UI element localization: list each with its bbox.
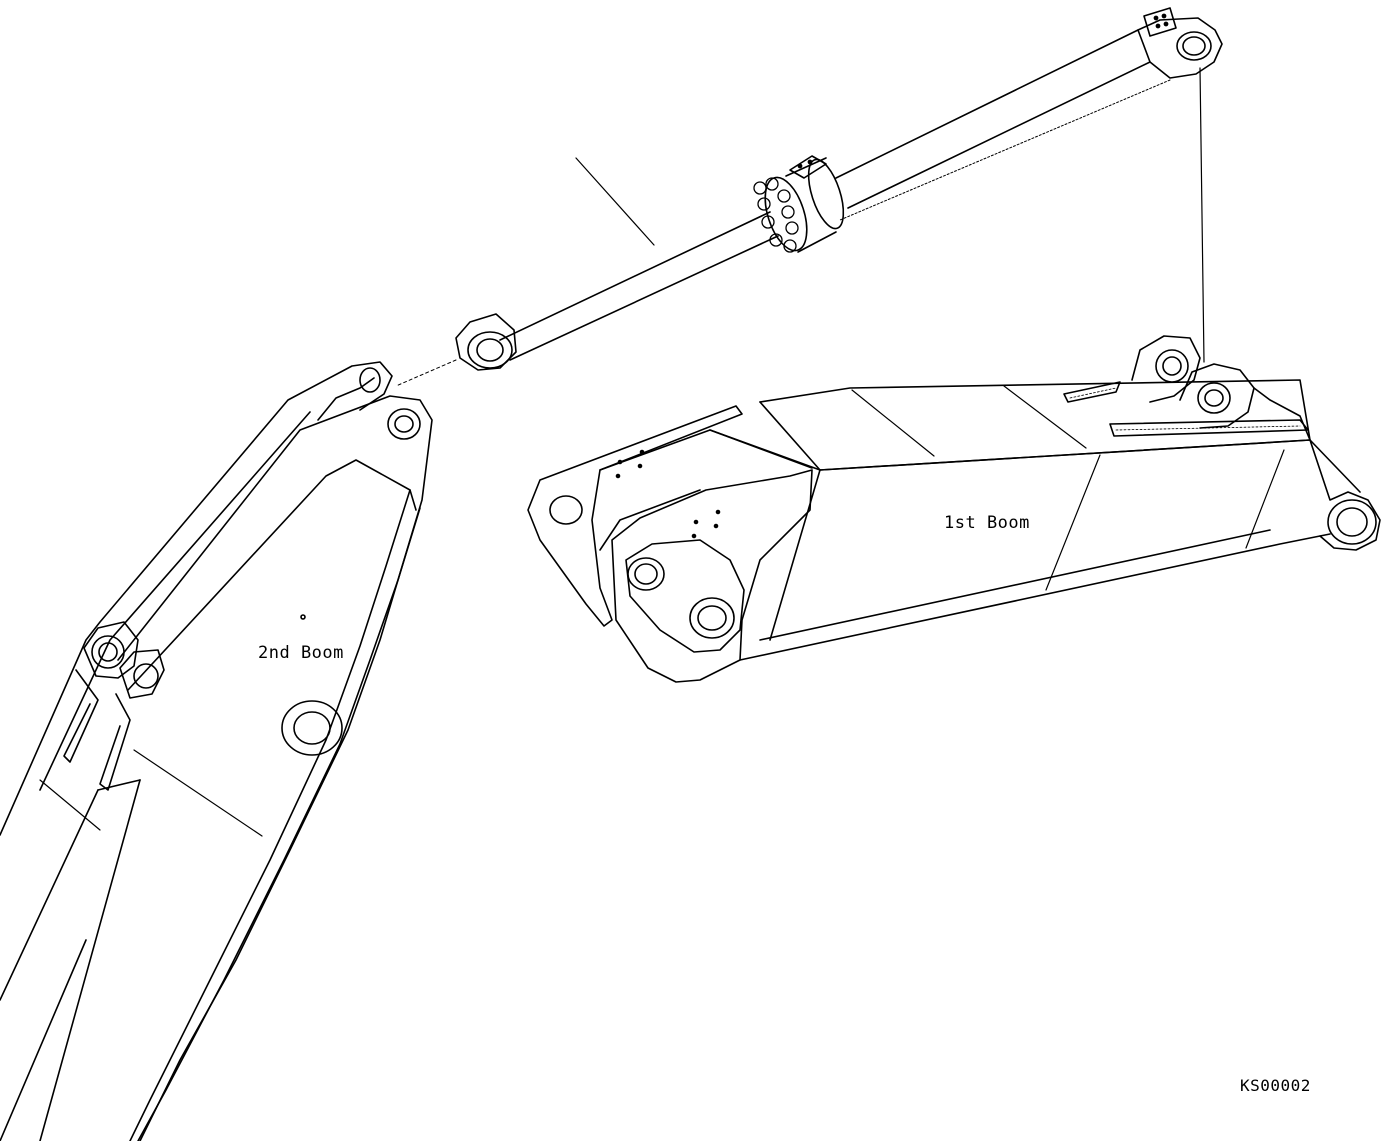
- first-boom: [527, 335, 1381, 683]
- hydraulic-cylinder: [395, 7, 1223, 387]
- drawing-code-label: KS00002: [1240, 1076, 1311, 1095]
- first-boom-label: 1st Boom: [944, 513, 1030, 533]
- second-boom: [0, 361, 433, 1141]
- second-boom-label: 2nd Boom: [258, 643, 344, 663]
